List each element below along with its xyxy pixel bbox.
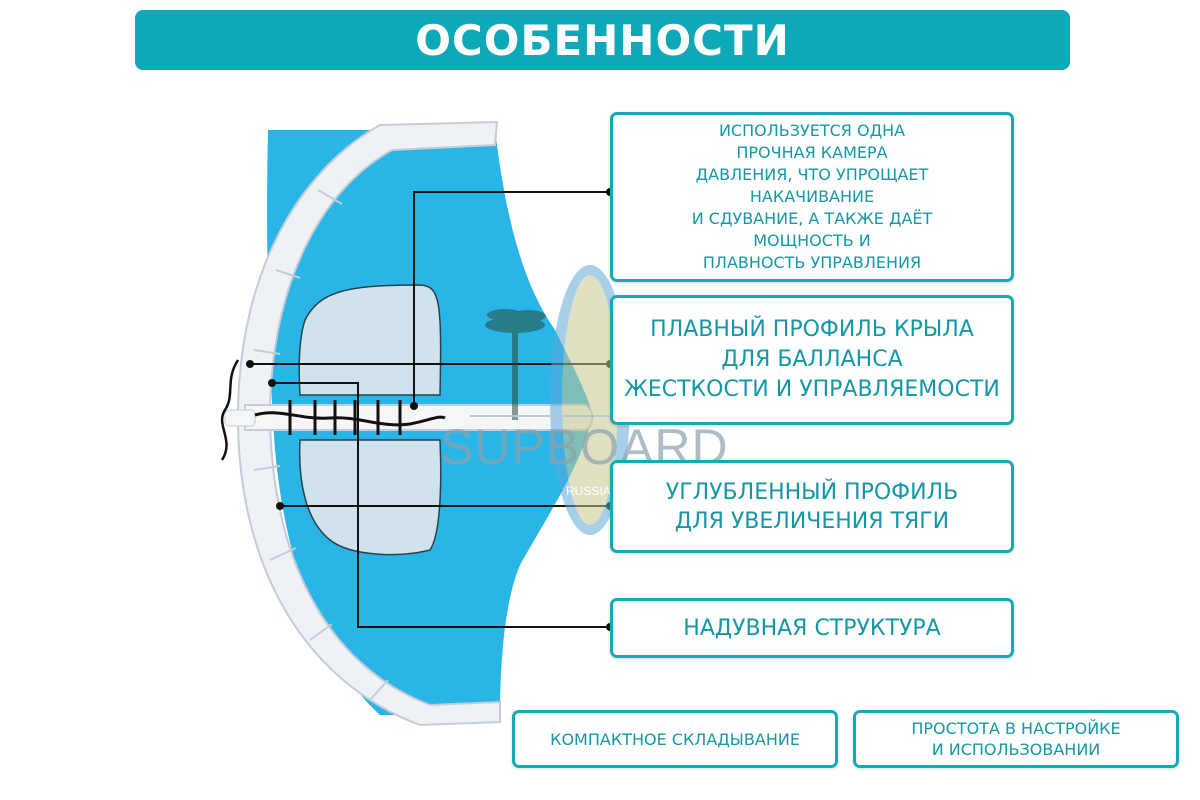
feature-box-smooth-profile: ПЛАВНЫЙ ПРОФИЛЬ КРЫЛА ДЛЯ БАЛЛАНСА ЖЕСТК… <box>610 295 1014 425</box>
feature-box-single-chamber: ИСПОЛЬЗУЕТСЯ ОДНА ПРОЧНАЯ КАМЕРА ДАВЛЕНИ… <box>610 112 1014 282</box>
feature-box-compact-folding: КОМПАКТНОЕ СКЛАДЫВАНИЕ <box>512 710 838 768</box>
feature-line: И СДУВАНИЕ, А ТАКЖЕ ДАЁТ <box>691 209 933 228</box>
feature-lines: ИСПОЛЬЗУЕТСЯ ОДНА ПРОЧНАЯ КАМЕРА ДАВЛЕНИ… <box>692 120 933 274</box>
feature-line: ПЛАВНЫЙ ПРОФИЛЬ КРЫЛА <box>650 317 974 342</box>
watermark-sub: RUSSIA <box>566 484 611 498</box>
wing-tip <box>224 409 256 427</box>
feature-lines: УГЛУБЛЕННЫЙ ПРОФИЛЬ ДЛЯ УВЕЛИЧЕНИЯ ТЯГИ <box>666 478 958 536</box>
feature-lines: ПЛАВНЫЙ ПРОФИЛЬ КРЫЛА ДЛЯ БАЛЛАНСА ЖЕСТК… <box>624 315 1000 405</box>
wing-leading-edge <box>236 120 501 727</box>
palm-tree-icon <box>485 309 546 420</box>
page-title: ОСОБЕННОСТИ <box>415 15 790 65</box>
feature-line: ПЛАВНОСТЬ УПРАВЛЕНИЯ <box>702 253 922 272</box>
feature-line: ДАВЛЕНИЯ, ЧТО УПРОЩАЕТ <box>695 165 929 184</box>
feature-box-inflatable: НАДУВНАЯ СТРУКТУРА <box>610 598 1014 658</box>
feature-line: ПРОСТОТА В НАСТРОЙКЕ <box>911 719 1121 738</box>
feature-box-easy-setup: ПРОСТОТА В НАСТРОЙКЕ И ИСПОЛЬЗОВАНИИ <box>853 710 1179 768</box>
feature-lines: ПРОСТОТА В НАСТРОЙКЕ И ИСПОЛЬЗОВАНИИ <box>911 718 1120 760</box>
feature-line: НАКАЧИВАНИЕ <box>749 187 875 206</box>
feature-line: НАДУВНАЯ СТРУКТУРА <box>683 615 941 641</box>
leader-line-4 <box>272 382 610 628</box>
window-lower <box>298 439 442 556</box>
feature-line: УГЛУБЛЕННЫЙ ПРОФИЛЬ <box>665 479 959 505</box>
feature-line: ИСПОЛЬЗУЕТСЯ ОДНА <box>718 121 906 140</box>
window-upper <box>298 284 442 396</box>
feature-line: МОЩНОСТЬ И <box>753 231 871 250</box>
feature-line: ДЛЯ УВЕЛИЧЕНИЯ ТЯГИ <box>674 508 950 534</box>
feature-box-deep-profile: УГЛУБЛЕННЫЙ ПРОФИЛЬ ДЛЯ УВЕЛИЧЕНИЯ ТЯГИ <box>610 460 1014 553</box>
feature-line: ДЛЯ БАЛЛАНСА <box>721 347 903 372</box>
leader-line-1 <box>413 191 610 406</box>
feature-line: ЖЕСТКОСТИ И УПРАВЛЯЕМОСТИ <box>624 377 1000 402</box>
feature-line: КОМПАКТНОЕ СКЛАДЫВАНИЕ <box>550 729 800 749</box>
strut-cord <box>254 411 446 427</box>
handle-cord <box>220 359 240 461</box>
feature-line: И ИСПОЛЬЗОВАНИИ <box>931 740 1101 759</box>
feature-line: ПРОЧНАЯ КАМЕРА <box>736 143 888 162</box>
header-banner: ОСОБЕННОСТИ <box>135 10 1070 70</box>
